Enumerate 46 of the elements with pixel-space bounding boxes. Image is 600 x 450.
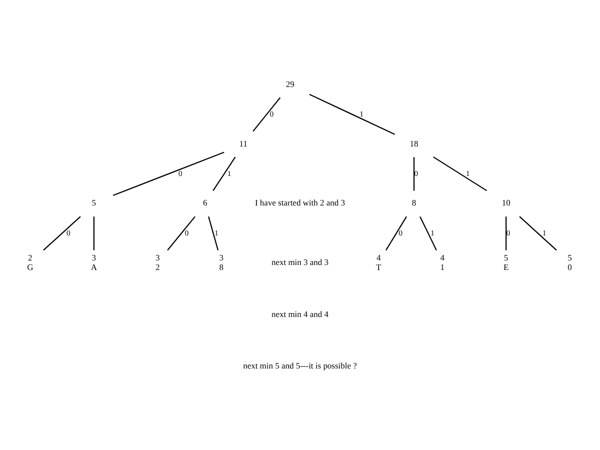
node-text: 5	[92, 197, 96, 208]
connector	[506, 216, 507, 250]
edge-label: 0	[66, 228, 70, 237]
node-text: 5 0	[568, 252, 572, 272]
connector	[309, 93, 396, 134]
label: next min 4 and 4	[271, 308, 329, 318]
edge-label: 1	[227, 168, 232, 178]
node-text: 2 G	[27, 252, 34, 272]
label: next min 5 and 5---it is possible ?	[243, 360, 357, 370]
edge-label: 0	[414, 168, 418, 178]
connector	[413, 156, 415, 190]
edge-label: 1	[214, 228, 218, 237]
edge-label: 0	[398, 228, 402, 237]
node-text: 4 1	[440, 252, 444, 272]
connector	[93, 216, 94, 250]
node-text: 10	[502, 197, 510, 208]
edge-label: 1	[542, 228, 546, 237]
connector	[212, 156, 236, 191]
node-text: 5 E	[503, 252, 509, 272]
node-text: 3 8	[219, 252, 224, 272]
edge-label: 0	[178, 168, 182, 178]
connector	[167, 216, 196, 250]
connector	[252, 96, 281, 132]
node-text: 29	[286, 78, 294, 88]
label: I have started with 2 and 3	[254, 197, 346, 208]
connector	[208, 216, 219, 250]
connector	[420, 216, 437, 250]
edge-label: 0	[184, 228, 189, 237]
edge-label: 1	[430, 228, 434, 237]
edge-label: 0	[506, 228, 510, 237]
node-text: 8	[412, 197, 416, 208]
node-text: 4 T	[376, 252, 382, 272]
edge-label: 0	[270, 108, 274, 118]
connector	[519, 216, 557, 250]
connector	[112, 151, 224, 196]
connector	[386, 216, 407, 250]
node-text: 3 2	[156, 252, 160, 272]
node-text: 11	[239, 138, 248, 148]
connector	[43, 216, 81, 250]
label: next min 3 and 3	[271, 256, 329, 267]
node-text: 3 A	[90, 252, 97, 272]
edge-label: 1	[360, 108, 364, 118]
edge-label: 1	[466, 168, 470, 178]
node-text: 6	[202, 197, 208, 208]
node-text: 18	[410, 138, 418, 148]
connector	[433, 156, 488, 191]
